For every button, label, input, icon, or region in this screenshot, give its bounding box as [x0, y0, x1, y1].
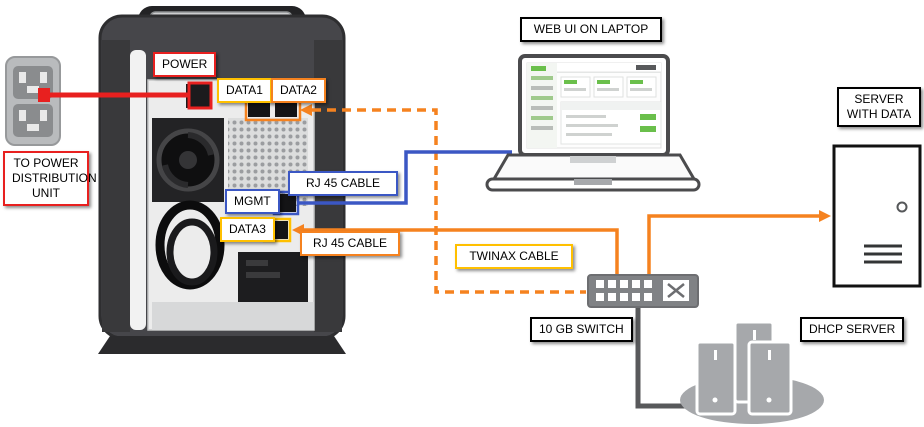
laptop-icon: [485, 54, 701, 192]
power-outlet-icon: [5, 56, 61, 146]
switch-to-server-cable: [647, 214, 819, 276]
data1-port: [248, 102, 270, 117]
rj45-mgmt-cable: [298, 150, 512, 205]
mgmt-port: [276, 194, 296, 212]
data2-label: DATA2: [271, 78, 326, 103]
switch-to-dhcp-cable: [635, 307, 694, 409]
data2-port: [275, 102, 297, 117]
switch-icon: [587, 274, 699, 308]
server-power-button-icon: [896, 201, 908, 213]
power-plug: [38, 88, 50, 102]
data1-label: DATA1: [217, 78, 272, 103]
switch-label: 10 GB SWITCH: [530, 317, 633, 342]
server-arrowhead-icon: [819, 210, 831, 222]
rj45-cable-data-label: RJ 45 CABLE: [300, 231, 400, 256]
rj45-cable-mgmt-label: RJ 45 CABLE: [288, 171, 398, 196]
dhcp-server-label: DHCP SERVER: [800, 317, 905, 342]
power-label: POWER: [153, 52, 217, 77]
web-ui-on-laptop-label: WEB UI ON LAPTOP: [520, 17, 662, 42]
twinax-cable-label: TWINAX CABLE: [455, 244, 573, 269]
dhcp-server-cluster-icon: [680, 320, 824, 424]
laptop-screen-content: [526, 62, 662, 149]
to-power-distribution-unit-label: TO POWER DISTRIBUTION UNIT: [3, 151, 97, 206]
twinax-cable: [312, 108, 586, 294]
mgmt-label: MGMT: [225, 189, 280, 214]
data-server-icon: [832, 144, 922, 288]
server-vent-lines: [864, 244, 902, 264]
twinax-arrowhead-icon: [300, 104, 312, 116]
data3-label: DATA3: [220, 217, 275, 242]
rj45-data-cable: [304, 228, 619, 276]
server-with-data-label: SERVER WITH DATA: [837, 87, 921, 127]
rj45-ports-icon: [596, 280, 652, 301]
uplink-x-icon: [663, 280, 689, 301]
cables: [38, 88, 831, 409]
